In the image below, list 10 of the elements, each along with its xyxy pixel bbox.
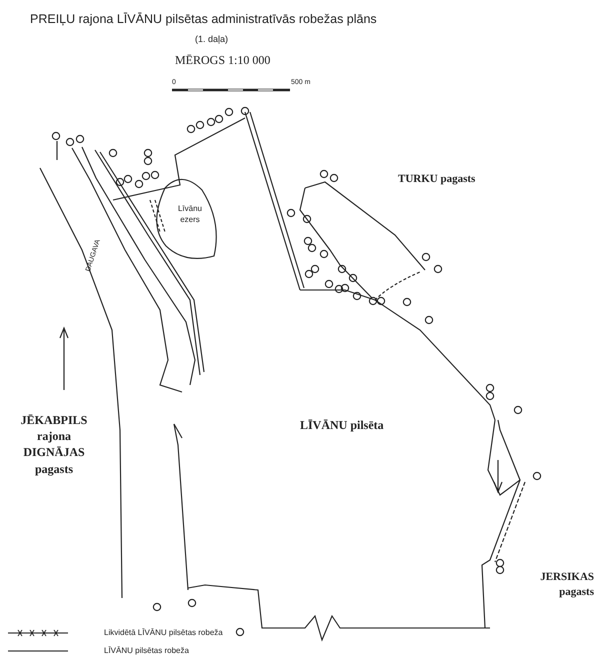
legend-text: Likvidētā LĪVĀNU pilsētas robeža	[104, 628, 223, 637]
map-label: MĒROGS 1:10 000	[175, 52, 270, 68]
map-label: Līvānu ezers	[176, 204, 204, 226]
map-label: TURKU pagasts	[398, 172, 476, 187]
map-label: JERSIKAS pagasts	[539, 570, 594, 600]
map-label: (1. daļa)	[195, 33, 228, 46]
map-title: PREIĻU rajona LĪVĀNU pilsētas administratīvās robežas plāns	[30, 12, 377, 26]
map-label: LĪVĀNU pilsēta	[300, 417, 384, 434]
map-label: JĒKABPILS rajona DIGNĀJAS pagasts	[20, 412, 88, 477]
legend-text: LĪVĀNU pilsētas robeža	[104, 646, 189, 655]
